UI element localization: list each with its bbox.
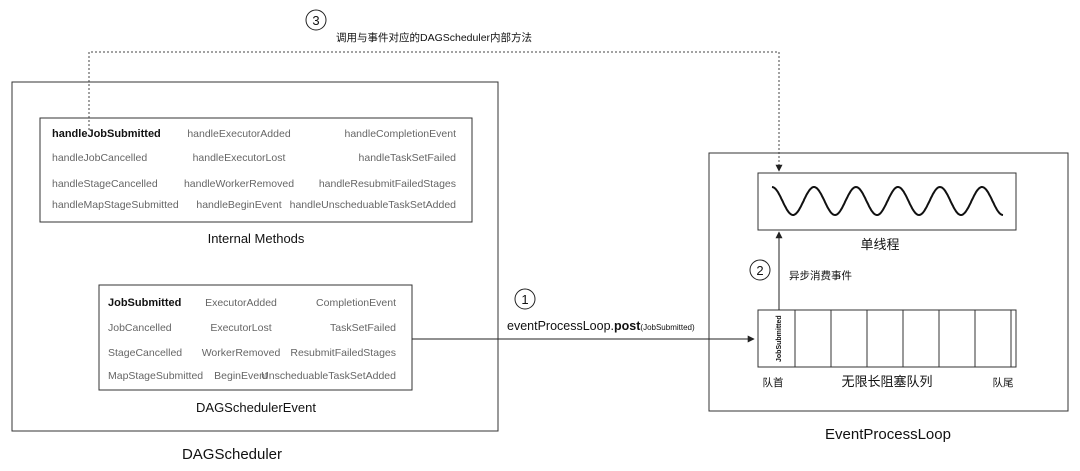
thread-wave — [771, 185, 1004, 217]
event-2-0: StageCancelled — [108, 347, 182, 359]
event-loop-box — [708, 152, 1069, 412]
internal-method-0-2: handleCompletionEvent — [345, 128, 457, 140]
step2-number: 2 — [756, 263, 763, 278]
step1-circle — [514, 288, 536, 310]
step1-text-arg: (JobSubmitted) — [640, 323, 695, 332]
step2-circle — [749, 259, 771, 281]
internal-method-2-0: handleStageCancelled — [52, 178, 158, 190]
step3-circle — [305, 9, 327, 31]
event-loop-title: EventProcessLoop — [825, 426, 951, 443]
internal-method-0-0: handleJobSubmitted — [52, 128, 161, 140]
dag-scheduler-box — [11, 81, 499, 432]
queue-first-item: JobSubmitted — [776, 315, 783, 362]
step2-text: 异步消费事件 — [789, 269, 852, 282]
internal-methods-box — [39, 117, 473, 223]
internal-method-1-2: handleTaskSetFailed — [359, 152, 457, 164]
events-grid: JobSubmitted ExecutorAdded CompletionEvent… — [108, 297, 396, 382]
internal-methods-grid: handleJobSubmitted handleExecutorAdded han… — [52, 128, 456, 211]
events-label: DAGSchedulerEvent — [196, 400, 316, 415]
internal-method-3-1: handleBeginEvent — [196, 199, 281, 211]
step1-number: 1 — [521, 292, 528, 307]
event-3-0: MapStageSubmitted — [108, 370, 203, 382]
step1-text-prefix: eventProcessLoop. — [507, 319, 614, 333]
internal-method-2-1: handleWorkerRemoved — [184, 178, 294, 190]
step1-text: eventProcessLoop.post(JobSubmitted) — [507, 319, 695, 333]
dag-scheduler-title: DAGScheduler — [182, 446, 282, 463]
event-1-2: TaskSetFailed — [330, 322, 396, 334]
queue-tail-label: 队尾 — [993, 376, 1014, 389]
internal-methods-label: Internal Methods — [208, 231, 305, 246]
event-2-1: WorkerRemoved — [202, 347, 281, 359]
event-1-0: JobCancelled — [108, 322, 172, 334]
single-thread-box — [757, 172, 1017, 231]
step1-text-bold: post — [614, 319, 641, 333]
queue-label: 无限长阻塞队列 — [841, 374, 932, 389]
step3-text: 调用与事件对应的DAGScheduler内部方法 — [336, 31, 532, 44]
event-3-1: BeginEvent — [214, 370, 268, 382]
event-0-0: JobSubmitted — [108, 297, 181, 309]
internal-method-3-2: handleUnscheduableTaskSetAdded — [290, 199, 457, 211]
queue-head-label: 队首 — [763, 376, 784, 389]
single-thread-label: 单线程 — [860, 237, 899, 252]
queue-slots — [794, 310, 1012, 367]
internal-method-1-0: handleJobCancelled — [52, 152, 147, 164]
internal-method-0-1: handleExecutorAdded — [187, 128, 290, 140]
events-box — [98, 284, 413, 391]
internal-method-2-2: handleResubmitFailedStages — [319, 178, 456, 190]
event-0-1: ExecutorAdded — [205, 297, 277, 309]
internal-method-3-0: handleMapStageSubmitted — [52, 199, 179, 211]
queue-box — [757, 309, 1017, 368]
event-0-2: CompletionEvent — [316, 297, 396, 309]
event-2-2: ResubmitFailedStages — [290, 347, 396, 359]
internal-method-1-1: handleExecutorLost — [193, 152, 286, 164]
event-3-2: UnscheduableTaskSetAdded — [261, 370, 396, 382]
event-1-1: ExecutorLost — [210, 322, 271, 334]
step3-number: 3 — [312, 13, 319, 28]
